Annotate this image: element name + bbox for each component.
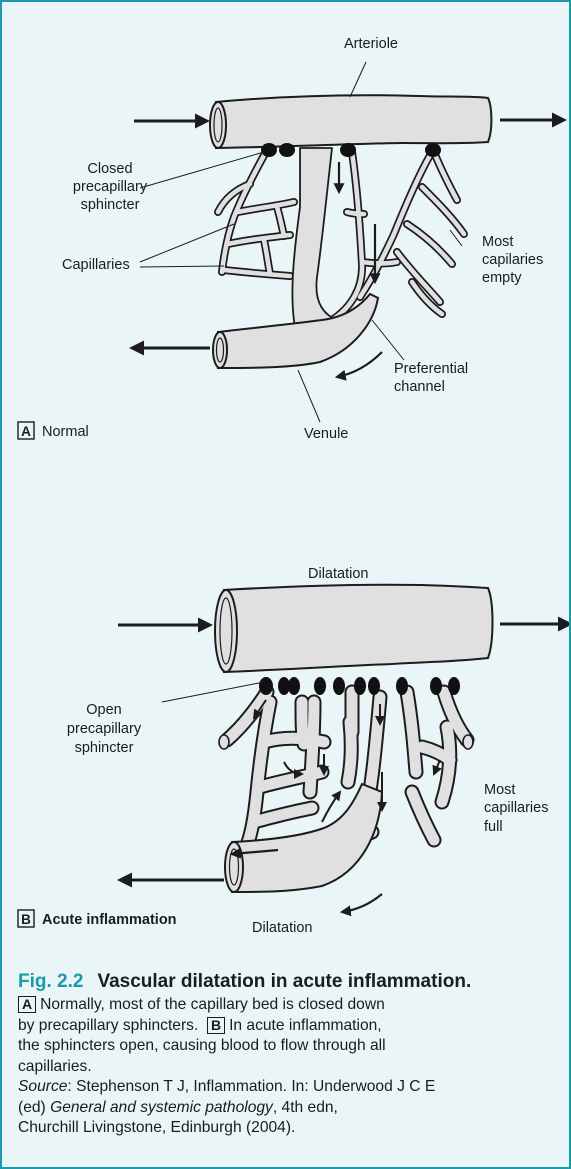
caption-heading: Fig. 2.2 Vascular dilatation in acute inf… [18, 970, 566, 994]
panel-a-normal: Arteriole Closed precapillary sphincter … [18, 36, 564, 442]
closed-label-line1: Closed [87, 161, 132, 177]
figure-title: Vascular dilatation in acute inflammatio… [97, 971, 471, 992]
closed-label-line3: sphincter [81, 197, 140, 213]
dilated-arteriole-opening [215, 590, 237, 672]
panel-b-key: B [21, 912, 31, 927]
caption-line-3: the sphincters open, causing blood to fl… [18, 1036, 566, 1057]
open-label-line1: Open [86, 702, 121, 718]
dilatation-top-label: Dilatation [308, 566, 368, 582]
caption-text-a1: Normally, most of the capillary bed is c… [40, 996, 385, 1013]
empty-label-line2: capilaries [482, 252, 543, 268]
source-book-title: General and systemic pathology [50, 1099, 273, 1116]
vascular-diagram: Arteriole Closed precapillary sphincter … [2, 2, 571, 962]
preferential-label-line2: channel [394, 379, 445, 395]
open-label-line3: sphincter [75, 740, 134, 756]
venule-label: Venule [304, 426, 348, 442]
preferential-label-line1: Preferential [394, 361, 468, 377]
full-label-line1: Most [484, 782, 515, 798]
caption-text-b1: In acute inflammation, [229, 1017, 382, 1034]
caption-key-a: A [18, 996, 36, 1013]
closed-sphincters [261, 143, 441, 157]
arteriole-vessel [216, 95, 491, 148]
closed-label-line2: precapillary [73, 179, 148, 195]
arteriole-label: Arteriole [344, 36, 398, 52]
caption-source-line-1: Source: Stephenson T J, Inflammation. In… [18, 1077, 566, 1098]
caption-source-line-3: Churchill Livingstone, Edinburgh (2004). [18, 1118, 566, 1139]
full-label-line3: full [484, 819, 503, 835]
caption-line-4: capillaries. [18, 1057, 566, 1078]
panel-b-title: Acute inflammation [42, 912, 177, 928]
open-sphincters [259, 677, 460, 695]
source-label: Source [18, 1078, 67, 1095]
leader-lines-b [162, 682, 264, 702]
source-text-1: : Stephenson T J, Inflammation. In: Unde… [67, 1078, 435, 1095]
empty-label-line3: empty [482, 270, 522, 286]
figure-caption: Fig. 2.2 Vascular dilatation in acute inf… [18, 970, 566, 1139]
source-text-2a: (ed) [18, 1099, 50, 1116]
caption-source-line-2: (ed) General and systemic pathology, 4th… [18, 1098, 566, 1119]
caption-text-a2: by precapillary sphincters. [18, 1017, 198, 1034]
arteriole-opening [210, 102, 226, 148]
dilated-arteriole [224, 585, 493, 672]
dilatation-bottom-label: Dilatation [252, 920, 312, 936]
open-label-line2: precapillary [67, 721, 142, 737]
caption-key-b: B [207, 1017, 225, 1034]
capillaries-label: Capillaries [62, 257, 130, 273]
panel-a-capillaries [218, 150, 464, 320]
full-label-line2: capillaries [484, 800, 548, 816]
panel-b-inflammation: Dilatation Open precapillary sphincter M… [18, 566, 570, 936]
panel-a-title: Normal [42, 424, 89, 440]
empty-label-line1: Most [482, 234, 513, 250]
source-text-2b: , 4th edn, [273, 1099, 338, 1116]
panel-a-key: A [21, 424, 31, 439]
figure-number: Fig. 2.2 [18, 971, 83, 992]
